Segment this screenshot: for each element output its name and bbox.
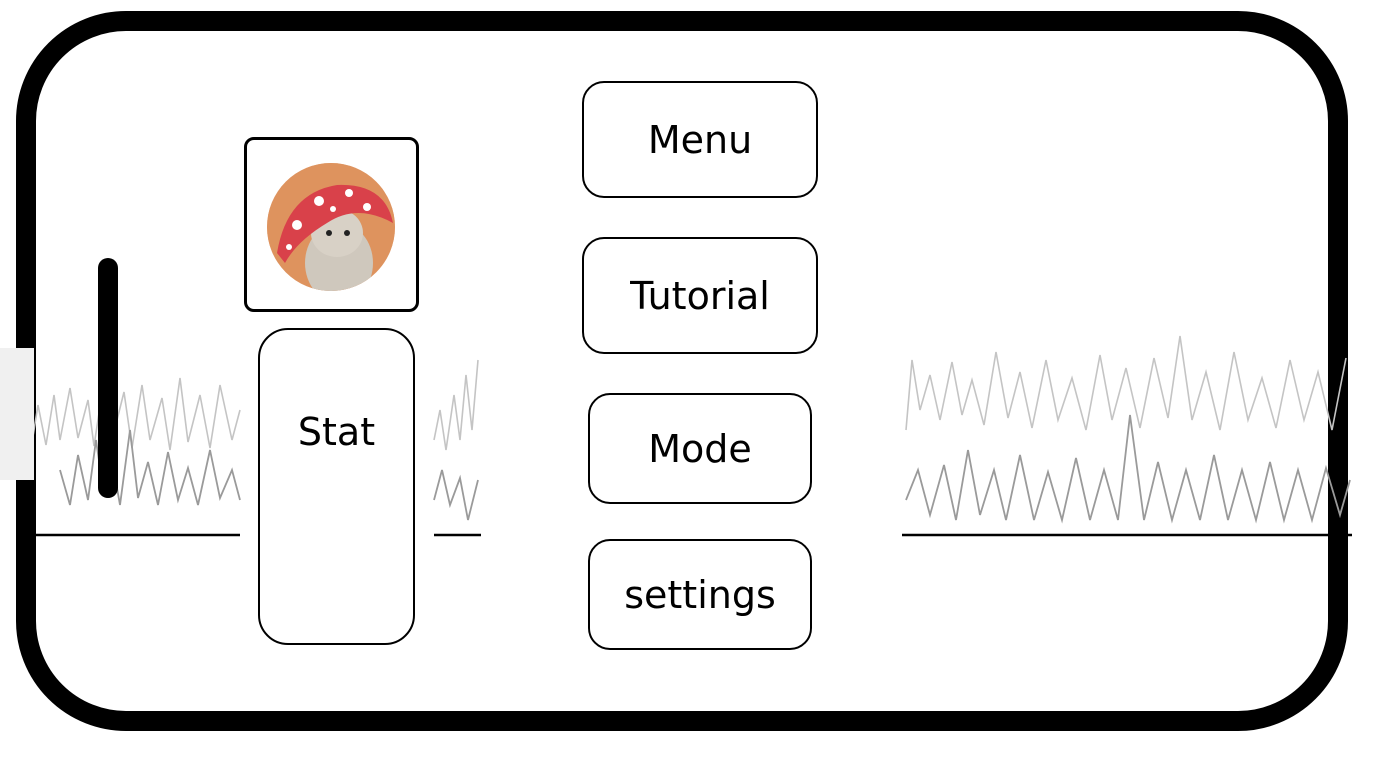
stat-label: Stat [297, 410, 376, 454]
settings-button[interactable]: settings [588, 539, 812, 650]
stat-button[interactable]: Stat [258, 328, 415, 645]
mushroom-doll-avatar-icon [267, 163, 395, 291]
menu-button[interactable]: Menu [582, 81, 818, 198]
avatar[interactable] [244, 137, 419, 312]
tutorial-button[interactable]: Tutorial [582, 237, 818, 354]
mode-button[interactable]: Mode [588, 393, 812, 504]
health-bar [98, 258, 118, 498]
